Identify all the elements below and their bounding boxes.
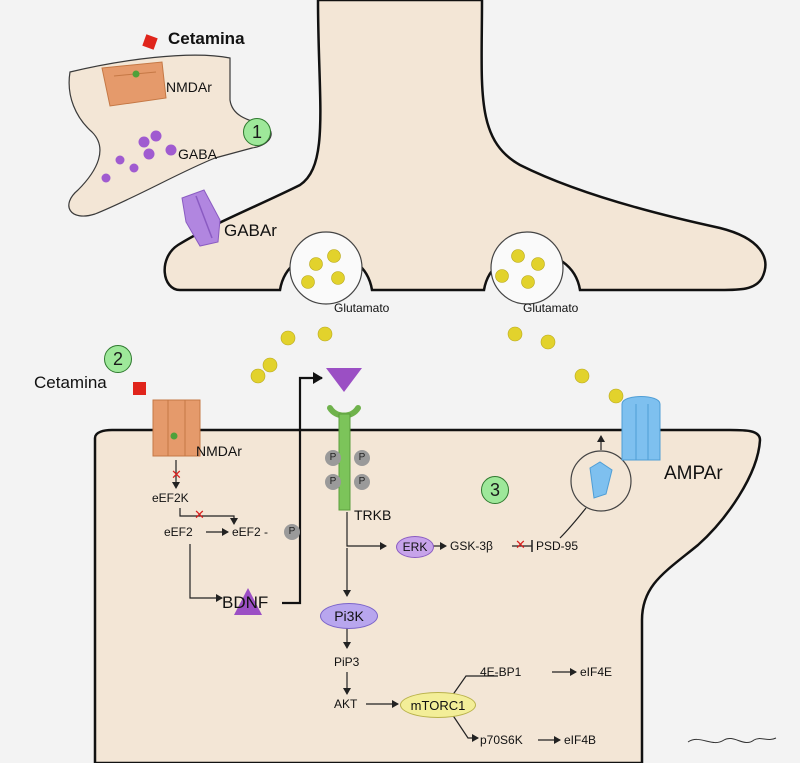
signature-icon — [687, 737, 777, 744]
pi3k-node: Pi3K — [320, 603, 378, 629]
cetamina-square-icon-2 — [133, 382, 146, 395]
inhibition-x-icon: ✕ — [194, 507, 205, 522]
eef2k-label: eEF2K — [152, 491, 189, 505]
gaba-receptor-icon — [181, 189, 221, 247]
eif4e-label: eIF4E — [580, 665, 613, 679]
gsk3b-label: GSK-3β — [450, 539, 493, 553]
bdnf-ligand-icon — [326, 368, 362, 392]
phosphate-icon: P — [325, 450, 341, 466]
trkb-label: TRKB — [354, 507, 392, 523]
eif4b-label: eIF4B — [564, 733, 597, 747]
inhibition-x-icon: ✕ — [171, 467, 182, 482]
glutamate-vesicle-dots — [301, 249, 545, 289]
nmda-receptor-icon — [101, 61, 167, 107]
cetamina-label-left: Cetamina — [34, 373, 107, 392]
step-badge-1: 1 — [243, 118, 271, 146]
inhibition-x-icon: ✕ — [515, 537, 526, 552]
step-badge-2: 2 — [104, 345, 132, 373]
phosphate-icon: P — [325, 474, 341, 490]
eef2-label: eEF2 — [164, 525, 193, 539]
p70s6k-label: p70S6K — [480, 733, 523, 747]
bdnf-triangle-icon — [234, 588, 262, 615]
released-glutamate — [250, 326, 624, 404]
gaba-label: GABA — [178, 146, 217, 162]
postsynaptic-neuron — [93, 428, 762, 763]
glutamato-label-left: Glutamato — [334, 301, 390, 315]
eef2-p-label: eEF2 - — [232, 525, 269, 539]
mtorc1-node: mTORC1 — [400, 692, 476, 718]
cetamina-square-icon — [142, 34, 158, 50]
ampa-receptor-icon — [621, 396, 661, 461]
erk-node: ERK — [396, 536, 434, 558]
phosphate-icon-eef2: P — [284, 524, 300, 540]
phosphate-icon: P — [354, 450, 370, 466]
ampar-label: AMPAr — [664, 463, 723, 484]
4e-bp1-label: 4E-BP1 — [480, 665, 522, 679]
pip3-label: PiP3 — [334, 655, 360, 669]
nmda-receptor-icon-post — [152, 399, 201, 457]
nmdar-label-left: NMDAr — [196, 443, 242, 459]
bdnf-label: BDNF — [222, 593, 269, 612]
gaba-molecules — [101, 130, 177, 183]
phosphate-icon: P — [354, 474, 370, 490]
glutamato-label-right: Glutamato — [523, 301, 579, 315]
gabar-label: GABAr — [224, 221, 277, 240]
step-badge-3: 3 — [481, 476, 509, 504]
psd95-label: PSD-95 — [536, 539, 579, 553]
akt-label: AKT — [334, 697, 358, 711]
nmdar-label-top: NMDAr — [166, 79, 212, 95]
cetamina-label-top: Cetamina — [168, 29, 245, 48]
